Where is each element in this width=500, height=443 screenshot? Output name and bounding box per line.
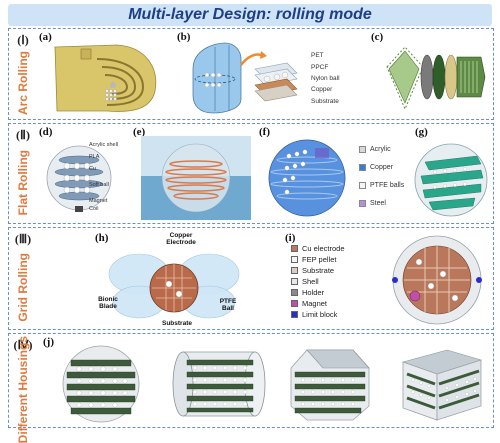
panel-h-substrate-label: Substrate: [162, 320, 192, 327]
row-side-panel: (Ⅳ) Different Housings: [9, 334, 37, 443]
title-banner: Multi-layer Design: rolling mode: [8, 4, 492, 26]
panel-e-image: [141, 136, 251, 220]
legend-label: FEP pellet: [302, 255, 337, 264]
panel-h-bionic-blade-label: Bionic Blade: [98, 296, 118, 310]
figure-title: Multi-layer Design: rolling mode: [128, 6, 372, 23]
panel-f-legend-item: PTFE balls: [359, 182, 404, 189]
legend-label: Acrylic: [370, 146, 391, 153]
row-label: Grid Rolling: [16, 253, 30, 322]
legend-swatch: [359, 182, 366, 189]
panel-a-image: [54, 44, 157, 112]
row-different-housings: (Ⅳ) Different Housings (j): [8, 333, 494, 443]
legend-swatch: [359, 200, 366, 207]
panel-label-f: (f): [259, 126, 270, 138]
panel-g-image: [414, 143, 488, 217]
panel-i-legend-item: Limit block: [291, 310, 337, 319]
row-label: Different Housings: [16, 335, 30, 443]
panel-f-legend-item: Steel: [359, 200, 386, 207]
row-side-panel: (Ⅲ) Grid Rolling: [9, 228, 37, 329]
panel-label-b: (b): [177, 31, 191, 43]
row-roman-numeral: (Ⅱ): [16, 128, 30, 142]
panel-f-legend-item: Acrylic: [359, 146, 391, 153]
panel-c-image: [386, 46, 486, 111]
panel-f-image: [268, 139, 346, 217]
panel-label-d: (d): [39, 126, 53, 138]
legend-swatch: [291, 289, 298, 296]
panel-label-g: (g): [415, 126, 428, 138]
legend-swatch: [291, 256, 298, 263]
panel-b-layer-label: Nylon ball: [311, 75, 340, 82]
panel-label-a: (a): [39, 31, 52, 43]
panel-b-layer-label: PPCF: [311, 64, 329, 71]
panel-i-legend-item: Cu electrode: [291, 244, 345, 253]
panel-label-h: (h): [95, 232, 109, 244]
panel-b-layer-label: Substrate: [311, 98, 339, 105]
row-arc-rolling: (Ⅰ) Arc Rolling (a) (b): [8, 28, 494, 120]
panel-b-image: [192, 42, 298, 114]
panel-h-copper-electrode-label: Copper Electrode: [166, 232, 196, 246]
panel-d-label: Cu: [89, 166, 97, 172]
panel-d-label: PLA: [89, 154, 100, 160]
row-flat-rolling: (Ⅱ) Flat Rolling (d) Acrylic shell PLA C…: [8, 123, 494, 224]
row-side-label-box: Arc Rolling: [9, 51, 37, 115]
legend-swatch: [359, 146, 366, 153]
panel-b-layer-label: Copper: [311, 86, 333, 93]
panel-i-legend-item: Substrate: [291, 266, 334, 275]
panel-d-label: Coil: [89, 206, 99, 212]
panel-i-legend-item: Shell: [291, 277, 319, 286]
panel-h-ptfe-ball-label: PTFE Ball: [219, 298, 237, 312]
row-grid-rolling: (Ⅲ) Grid Rolling (h) Copper Electrode Bi…: [8, 227, 494, 330]
row-side-label-box: Grid Rolling: [9, 250, 37, 325]
legend-label: Copper: [370, 164, 393, 171]
legend-swatch: [359, 164, 366, 171]
row-label: Arc Rolling: [16, 51, 30, 116]
housing-cylinder-image: [172, 351, 266, 417]
housing-hexagonal-prism-image: [290, 349, 370, 421]
panel-f-legend-item: Copper: [359, 164, 393, 171]
panel-i-legend-item: FEP pellet: [291, 255, 336, 264]
row-side-panel: (Ⅱ) Flat Rolling: [9, 124, 37, 223]
panel-i-legend-item: Holder: [291, 288, 324, 297]
panel-h-image: [108, 253, 240, 319]
row-roman-numeral: (Ⅰ): [17, 33, 29, 47]
panel-b-layer-label: PET: [311, 52, 324, 59]
legend-swatch: [291, 278, 298, 285]
panel-d-label: Soft ball: [89, 182, 109, 188]
legend-label: Holder: [302, 288, 325, 297]
panel-i-image: [392, 235, 482, 325]
panel-label-e: (e): [133, 126, 146, 138]
row-roman-numeral: (Ⅳ): [13, 338, 33, 352]
panel-d-label: Magnet: [89, 198, 108, 204]
legend-label: Limit block: [302, 310, 338, 319]
panel-label-i: (i): [285, 232, 296, 244]
panel-d-image: [46, 145, 112, 212]
row-roman-numeral: (Ⅲ): [14, 232, 32, 246]
panel-label-c: (c): [371, 31, 384, 43]
legend-label: Magnet: [302, 299, 328, 308]
legend-label: Substrate: [302, 266, 335, 275]
row-side-panel: (Ⅰ) Arc Rolling: [9, 29, 37, 119]
row-label: Flat Rolling: [16, 149, 30, 216]
housing-cube-image: [401, 349, 483, 421]
row-side-label-box: Different Housings: [9, 336, 37, 443]
legend-label: Shell: [302, 277, 319, 286]
panel-label-j: (j): [43, 336, 54, 348]
row-side-label-box: Flat Rolling: [9, 146, 37, 219]
legend-swatch: [291, 245, 298, 252]
legend-swatch: [291, 267, 298, 274]
legend-label: PTFE balls: [370, 182, 405, 189]
housing-sphere-image: [62, 345, 140, 423]
legend-swatch: [291, 300, 298, 307]
legend-label: Cu electrode: [302, 244, 345, 253]
panel-i-legend-item: Magnet: [291, 299, 327, 308]
legend-label: Steel: [370, 200, 386, 207]
legend-swatch: [291, 311, 298, 318]
panel-d-label: Acrylic shell: [89, 142, 119, 148]
